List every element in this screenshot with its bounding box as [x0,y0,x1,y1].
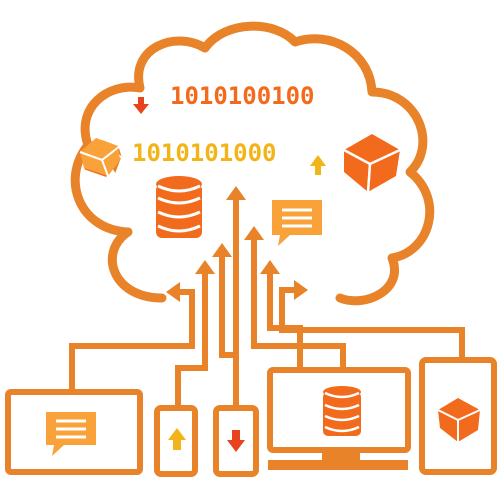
arrow-up-head [244,226,264,240]
laptop-icon [5,389,143,475]
cube-icon [437,398,481,442]
cube-icon [343,134,401,193]
cube-icon [79,136,124,180]
tablet-icon [419,357,497,475]
connection-lines [69,198,465,407]
binary-text-top: 1010100100 [170,82,315,110]
cloud-icon [70,21,435,306]
arrow-up-head [226,186,246,200]
monitor-icon [267,367,411,470]
arrow-up-head [260,260,280,274]
phone-icon [213,405,259,477]
arrow-up-head [212,243,232,257]
arrow-left-head [166,282,180,302]
arrow-down-icon [133,97,149,114]
arrow-up-icon [310,155,326,175]
database-icon [323,386,361,436]
arrow-down-icon [227,430,245,452]
binary-text-middle: 1010101000 [132,139,277,167]
chat-icon [46,412,96,456]
phone-icon [154,405,198,477]
database-icon [156,176,202,238]
arrow-up-head [195,260,215,274]
chat-icon [272,200,322,246]
arrowheads [166,186,308,302]
arrow-right-head [294,280,308,300]
arrow-up-icon [168,428,186,450]
